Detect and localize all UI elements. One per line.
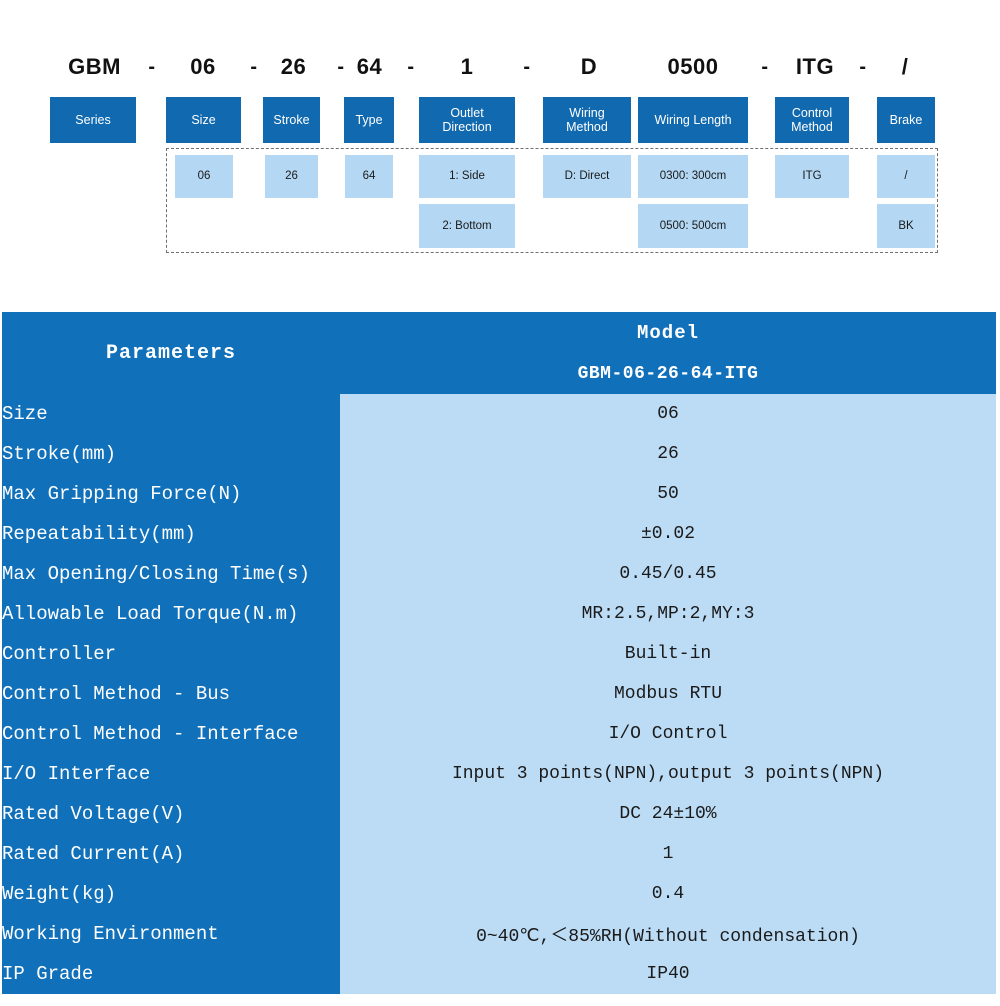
option-box-wiring-length[interactable]: 0500: 500cm (638, 204, 748, 248)
parameter-name-cell: Stroke(mm) (2, 434, 340, 474)
parameter-value-cell: ±0.02 (340, 514, 996, 554)
option-box-type[interactable]: 64 (345, 155, 393, 198)
parameter-name-cell: Allowable Load Torque(N.m) (2, 594, 340, 634)
option-box-stroke[interactable]: 26 (265, 155, 318, 198)
parameter-name-cell: Repeatability(mm) (2, 514, 340, 554)
field-box-wiring-length: Wiring Length (638, 97, 748, 143)
field-box-type: Type (344, 97, 394, 143)
table-row: Rated Voltage(V)DC 24±10% (2, 794, 996, 834)
code-separator-dash: - (761, 56, 769, 78)
field-box-stroke: Stroke (263, 97, 320, 143)
model-header: Model (340, 312, 996, 353)
option-box-brake[interactable]: BK (877, 204, 935, 248)
field-box-brake: Brake (877, 97, 935, 143)
parameter-value-cell: Modbus RTU (340, 674, 996, 714)
code-separator-dash: - (523, 56, 531, 78)
parameter-value-cell: Built-in (340, 634, 996, 674)
table-row: Repeatability(mm)±0.02 (2, 514, 996, 554)
option-box-brake[interactable]: / (877, 155, 935, 198)
option-box-control-method[interactable]: ITG (775, 155, 849, 198)
code-token: 64 (356, 54, 383, 79)
parameter-name-cell: I/O Interface (2, 754, 340, 794)
parameter-value-cell: MR:2.5,MP:2,MY:3 (340, 594, 996, 634)
table-header-row-1: Parameters Model (2, 312, 996, 394)
parameter-name-cell: Size (2, 394, 340, 434)
parameter-value-cell: 50 (340, 474, 996, 514)
parameter-name-cell: Working Environment (2, 914, 340, 954)
parameter-name-cell: Control Method - Interface (2, 714, 340, 754)
parameter-value-cell: 06 (340, 394, 996, 434)
code-token: 06 (190, 54, 216, 79)
code-token: D (580, 54, 598, 79)
code-token: 26 (280, 54, 307, 79)
parameter-name-cell: Rated Voltage(V) (2, 794, 340, 834)
parameter-name-cell: Control Method - Bus (2, 674, 340, 714)
code-token: ITG (795, 54, 835, 79)
code-separator-dash: - (250, 56, 258, 78)
table-row: Allowable Load Torque(N.m)MR:2.5,MP:2,MY… (2, 594, 996, 634)
table-row: Max Gripping Force(N)50 (2, 474, 996, 514)
code-token: 0500 (667, 54, 719, 79)
parameter-name-cell: Max Gripping Force(N) (2, 474, 340, 514)
parameter-value-cell: 0~40℃,＜85%RH(Without condensation) (340, 914, 996, 954)
table-row: Stroke(mm)26 (2, 434, 996, 474)
option-box-outlet-direction[interactable]: 1: Side (419, 155, 515, 198)
table-row: Rated Current(A)1 (2, 834, 996, 874)
parameter-value-cell: 0.4 (340, 874, 996, 914)
option-box-wiring-method[interactable]: D: Direct (543, 155, 631, 198)
options-dashed-container (166, 148, 938, 253)
parameter-value-cell: 0.45/0.45 (340, 554, 996, 594)
parameter-name-cell: Weight(kg) (2, 874, 340, 914)
code-separator-dash: - (337, 56, 345, 78)
table-head: Parameters Model GBM-06-26-64-ITG (2, 312, 996, 394)
table-row: Max Opening/Closing Time(s)0.45/0.45 (2, 554, 996, 594)
parameter-value-cell: 1 (340, 834, 996, 874)
table-row: Weight(kg)0.4 (2, 874, 996, 914)
option-box-outlet-direction[interactable]: 2: Bottom (419, 204, 515, 248)
code-separator-dash: - (148, 56, 156, 78)
code-token: GBM (68, 54, 121, 79)
table-header-row-2: GBM-06-26-64-ITG (2, 353, 996, 394)
parameter-value-cell: I/O Control (340, 714, 996, 754)
code-separator-dash: - (407, 56, 415, 78)
parameter-name-cell: Rated Current(A) (2, 834, 340, 874)
code-token: / (901, 54, 909, 79)
field-box-series: Series (50, 97, 136, 143)
model-code-header: GBM-06-26-64-ITG (340, 353, 996, 394)
parameter-value-cell: IP40 (340, 954, 996, 994)
code-token: 1 (460, 54, 474, 79)
parameter-name-cell: Max Opening/Closing Time(s) (2, 554, 340, 594)
parameter-name-cell: Controller (2, 634, 340, 674)
code-separator-dash: - (859, 56, 867, 78)
parameters-header: Parameters (2, 312, 340, 394)
option-box-size[interactable]: 06 (175, 155, 233, 198)
field-box-size: Size (166, 97, 241, 143)
parameter-value-cell: DC 24±10% (340, 794, 996, 834)
parameter-name-cell: IP Grade (2, 954, 340, 994)
parameter-value-cell: 26 (340, 434, 996, 474)
parameter-value-cell: Input 3 points(NPN),output 3 points(NPN) (340, 754, 996, 794)
option-box-wiring-length[interactable]: 0300: 300cm (638, 155, 748, 198)
